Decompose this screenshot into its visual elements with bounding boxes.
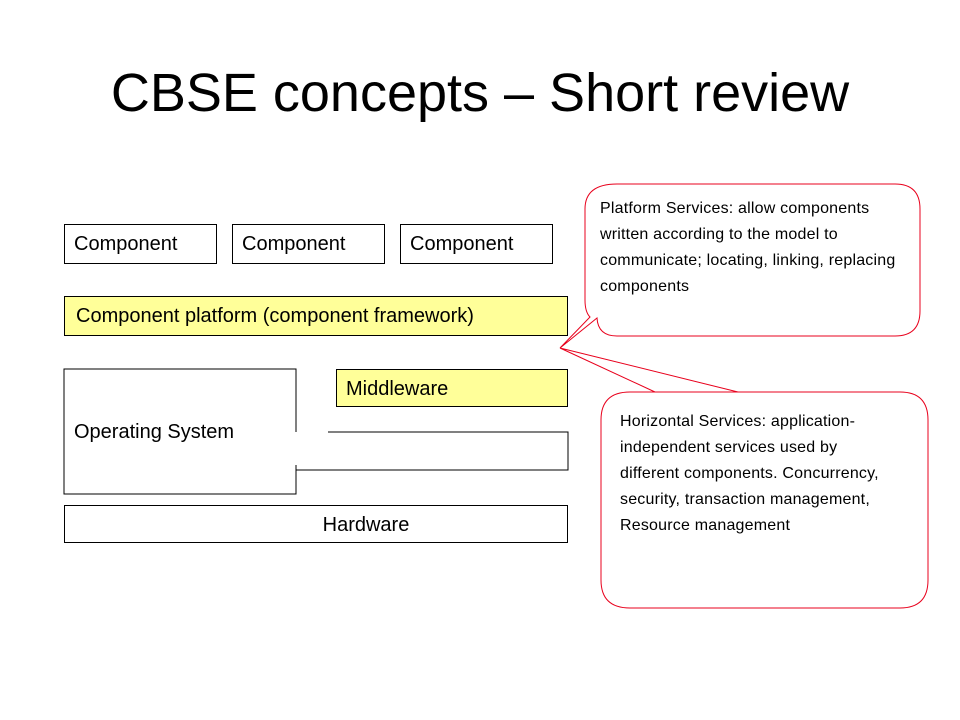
horizontal-services-callout-text: Horizontal Services: application-indepen… xyxy=(620,413,879,534)
operating-system-label: Operating System xyxy=(74,421,235,443)
hardware-box: Hardware xyxy=(64,505,568,543)
platform-services-callout-text: Platform Services: allow components writ… xyxy=(600,200,896,295)
component-box-3: Component xyxy=(400,224,553,264)
component-box-2: Component xyxy=(232,224,385,264)
platform-services-callout-shape xyxy=(559,183,921,349)
component-platform-box: Component platform (component framework) xyxy=(64,296,568,336)
middleware-box: Middleware xyxy=(336,369,568,407)
os-lower-extension-outline xyxy=(296,431,569,471)
slide-title: CBSE concepts – Short review xyxy=(110,63,850,123)
horizontal-services-callout-shape xyxy=(559,347,929,609)
component-box-1: Component xyxy=(64,224,217,264)
operating-system-outline xyxy=(63,368,297,495)
